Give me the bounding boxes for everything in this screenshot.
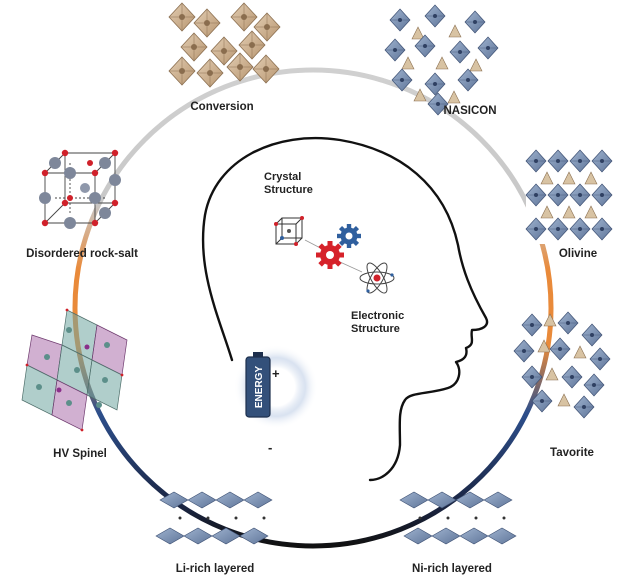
label-hv-spinel: HV Spinel (53, 448, 107, 460)
head-silhouette (201, 136, 489, 482)
tavorite-structure-image (513, 311, 611, 419)
label-nasicon: NASICON (443, 105, 496, 117)
battery-minus: - (268, 440, 272, 455)
li-rich-layered-structure-image (155, 491, 273, 545)
battery-plus: + (272, 366, 280, 381)
label-disordered-rock-salt: Disordered rock-salt (26, 248, 138, 260)
olivine-structure-image (525, 149, 613, 244)
red-gear-icon (316, 241, 344, 269)
cube-lattice-icon (274, 216, 304, 246)
label-electronic-structure-line1: Electronic (351, 310, 404, 322)
disordered-rock-salt-structure-image (39, 149, 121, 229)
connector-line (339, 261, 363, 273)
atom-icon (359, 262, 395, 294)
ni-rich-layered-structure-image (399, 491, 517, 545)
blue-gear-icon (337, 224, 361, 248)
cycle-ring (72, 67, 554, 549)
hv-spinel-structure-image (21, 308, 128, 432)
label-li-rich-layered: Li-rich layered (176, 563, 255, 575)
battery-label: ENERGY (254, 366, 265, 409)
conversion-structure-image (168, 2, 281, 88)
label-crystal-structure-line1: Crystal (264, 171, 301, 183)
label-crystal-structure-line2: Structure (264, 184, 313, 196)
nasicon-structure-image (384, 4, 499, 116)
label-conversion: Conversion (190, 101, 253, 113)
label-tavorite: Tavorite (550, 447, 594, 459)
label-ni-rich-layered: Ni-rich layered (412, 563, 492, 575)
label-olivine: Olivine (559, 248, 597, 260)
energy-battery-icon: ENERGY (245, 352, 271, 418)
label-electronic-structure-line2: Structure (351, 323, 400, 335)
